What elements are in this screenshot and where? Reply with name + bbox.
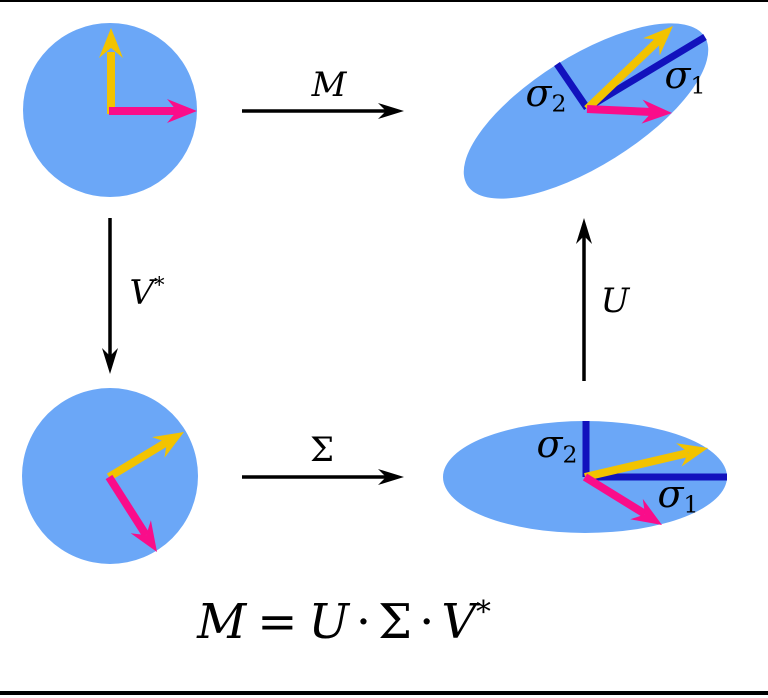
sigma1-label-top: σ1 [665, 56, 706, 98]
formula-U: U [308, 594, 349, 651]
Vstar-arrow-head [102, 348, 118, 374]
unit-circle-group [23, 23, 197, 197]
magenta-image-vector-line [586, 105, 653, 116]
scaled-ellipse-group [443, 421, 727, 533]
yellow-image-vector-head [643, 26, 673, 56]
magenta-basis-vector-head [167, 99, 197, 123]
Vstar-label-sup: * [154, 272, 165, 298]
sigma1-bottom-base: σ [657, 472, 684, 517]
Vstar-arrow-label: V* [129, 274, 164, 310]
M-arrow-label-text: M [311, 65, 347, 105]
yellow-basis-vector-head [99, 28, 123, 58]
tilted-ellipse [463, 23, 709, 199]
sigma1-bottom-sub: 1 [683, 490, 699, 519]
bottom-frame-bar [0, 691, 768, 695]
sigma2-top-sub: 2 [551, 89, 567, 118]
formula-V: V [441, 594, 477, 651]
magenta-rotated-vector-line [105, 474, 150, 538]
sigma2-label-top: σ2 [526, 74, 567, 116]
sigma2-bottom-base: σ [536, 422, 563, 467]
sigma1-top-sub: 1 [690, 71, 706, 100]
sigma2-bottom-sub: 2 [562, 440, 578, 469]
formula-star: * [476, 594, 491, 630]
yellow-image-vector-line [584, 37, 662, 112]
formula-dot1: · [355, 594, 372, 651]
U-arrow-head [576, 218, 592, 244]
top-frame-bar [0, 0, 768, 2]
formula-sigma: Σ [378, 594, 413, 651]
magenta-scaled-vector-line [582, 473, 648, 518]
formula-M: M [197, 594, 247, 651]
sigma-arrow-head [378, 469, 404, 485]
magenta-rotated-vector-head [130, 520, 157, 552]
transformed-ellipse-group [463, 23, 709, 199]
yellow-rotated-vector-head [152, 432, 184, 458]
Vstar-label-base: V [129, 272, 155, 313]
yellow-rotated-vector-line [106, 438, 170, 481]
sigma1-label-bottom: σ1 [658, 475, 699, 517]
sigma2-top-base: σ [525, 71, 552, 116]
formula-equals: = [257, 594, 298, 651]
map-arrows-group [102, 103, 592, 485]
sigma2-label-bottom: σ2 [537, 425, 578, 467]
sigma2-axis-top [554, 62, 590, 110]
U-arrow-label-text: U [600, 281, 630, 321]
magenta-image-vector-head [641, 99, 672, 124]
yellow-scaled-vector-head [676, 443, 708, 467]
yellow-scaled-vector-line [584, 449, 689, 481]
rotated-circle-group [22, 388, 198, 564]
magenta-scaled-vector-head [630, 498, 662, 525]
U-arrow-label: U [601, 284, 630, 318]
formula-dot2: · [419, 594, 435, 651]
sigma-arrow-label-text: Σ [309, 430, 335, 470]
sigma1-axis-top [585, 34, 707, 111]
svd-formula: M=U·Σ·V* [197, 594, 491, 646]
M-arrow-label: M [312, 68, 347, 102]
sigma1-top-base: σ [664, 53, 691, 98]
M-arrow-head [378, 103, 404, 119]
sigma-arrow-label: Σ [310, 433, 334, 467]
